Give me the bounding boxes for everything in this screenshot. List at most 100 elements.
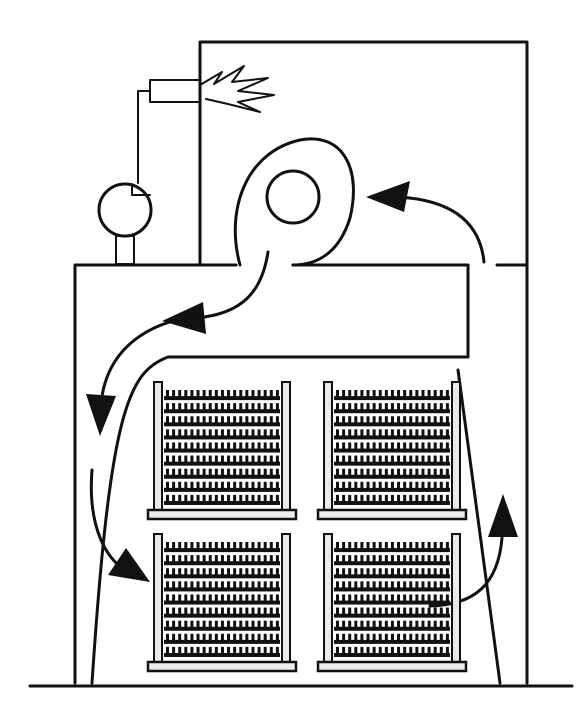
rack-fin <box>445 555 449 563</box>
rack-fin <box>184 568 188 576</box>
rack-fin <box>172 620 176 628</box>
rack-fin <box>433 455 437 463</box>
rack-fin <box>275 442 279 450</box>
rack-fin <box>415 429 419 437</box>
rack-fin <box>384 390 388 398</box>
rack-fin <box>208 455 212 463</box>
rack-post <box>153 533 163 663</box>
rack-fin <box>214 416 218 424</box>
rack-fin <box>184 403 188 411</box>
rack-fin <box>378 403 382 411</box>
rack-fin <box>214 390 218 398</box>
rack-fin <box>336 403 339 411</box>
rack-fin <box>239 542 243 550</box>
rack-fin <box>445 620 449 628</box>
rack-fin <box>220 633 224 641</box>
rack-fin <box>409 481 413 489</box>
rack-fin <box>184 481 188 489</box>
rack-fin <box>257 494 261 502</box>
rack-post <box>323 381 333 511</box>
rack-fin <box>354 581 358 589</box>
rack-fin <box>251 607 255 615</box>
rack-fin <box>178 568 182 576</box>
rack-fin <box>239 390 243 398</box>
rack-fin <box>202 620 206 628</box>
rack-fin <box>184 620 188 628</box>
rack-fin <box>227 607 231 615</box>
rack-fin <box>372 646 376 654</box>
rack-fin <box>251 442 255 450</box>
rack-fin <box>415 481 419 489</box>
rack-layer <box>164 639 280 644</box>
rack-fin <box>360 403 364 411</box>
rack-fin <box>172 594 176 602</box>
rack-fin <box>372 633 376 641</box>
rack-fin <box>348 542 352 550</box>
rack-fin <box>202 442 206 450</box>
rack-fin <box>257 542 261 550</box>
rack-fin <box>220 646 224 654</box>
rack-fin <box>190 390 194 398</box>
rack-fin <box>275 481 279 489</box>
rack-fin <box>257 390 261 398</box>
rack-fin <box>445 429 449 437</box>
circulation-fan-icon <box>233 137 355 267</box>
rack-fin <box>178 594 182 602</box>
rack-fin <box>427 416 431 424</box>
rack-fin <box>208 646 212 654</box>
rack-fin <box>372 481 376 489</box>
rack-fin <box>269 620 273 628</box>
rack-fin <box>233 646 237 654</box>
rack-fin <box>439 555 443 563</box>
rack-fin <box>390 390 394 398</box>
rack-fin <box>166 581 169 589</box>
rack-fin <box>421 568 425 576</box>
rack-fin <box>445 581 449 589</box>
rack-fin <box>245 555 249 563</box>
rack-fin <box>421 416 425 424</box>
rack-fin <box>360 555 364 563</box>
rack-fin <box>214 594 218 602</box>
rack-fin <box>378 429 382 437</box>
rack-fin <box>269 581 273 589</box>
rack-fin <box>427 403 431 411</box>
rack-fin <box>196 403 200 411</box>
rack-fin <box>178 633 182 641</box>
rack-layer <box>334 548 450 553</box>
rack-fin <box>360 607 364 615</box>
rack-fin <box>348 442 352 450</box>
rack-fin <box>190 542 194 550</box>
rack-fin <box>403 581 407 589</box>
rack-fin <box>245 542 249 550</box>
rack-fin <box>348 403 352 411</box>
rack-fin <box>178 494 182 502</box>
rack-fin <box>360 633 364 641</box>
rack-fin <box>336 646 339 654</box>
rack-fin <box>378 607 382 615</box>
rack-fin <box>384 555 388 563</box>
rack-fin <box>214 403 218 411</box>
rack-fin <box>245 403 249 411</box>
rack-fin <box>397 390 401 398</box>
rack-fin <box>354 646 358 654</box>
rack-fin <box>172 633 176 641</box>
rack-fin <box>397 581 401 589</box>
rack-fin <box>384 633 388 641</box>
rack-fin <box>360 468 364 476</box>
rack-fin <box>227 542 231 550</box>
rack-fin <box>342 581 346 589</box>
rack-fin <box>415 594 419 602</box>
rack-fin <box>415 646 419 654</box>
rack-fin <box>372 581 376 589</box>
rack-fin <box>433 607 437 615</box>
rack-fin <box>172 555 176 563</box>
rack-fin <box>439 481 443 489</box>
rack-fin <box>257 442 261 450</box>
rack-fin <box>372 403 376 411</box>
rack-layer <box>334 448 450 453</box>
rack-fin <box>409 429 413 437</box>
rack-fin <box>397 607 401 615</box>
rack-fin <box>348 481 352 489</box>
rack-fin <box>439 620 443 628</box>
rack-fin <box>384 403 388 411</box>
